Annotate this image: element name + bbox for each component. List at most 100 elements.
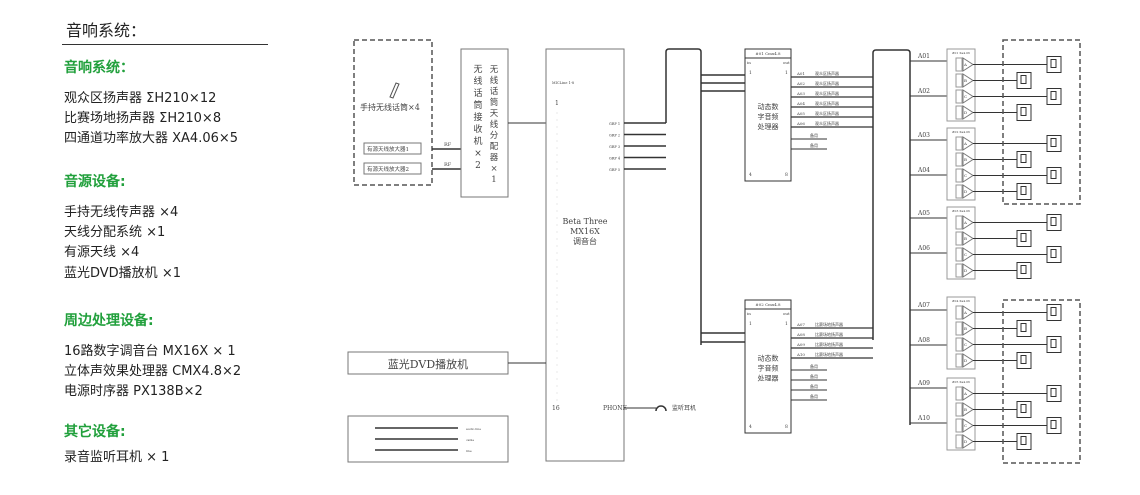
spare-label: 备用	[810, 363, 818, 369]
zone-label: A01	[917, 53, 930, 60]
speaker-icon	[1046, 417, 1062, 434]
zone-label: A07	[917, 302, 930, 309]
zone-code: A10	[796, 352, 805, 357]
zone-desc: 观众区扬声器	[815, 100, 839, 106]
spare-label: 备用	[810, 132, 818, 138]
dsp-in-last: 4	[749, 172, 752, 178]
zone-code: A07	[796, 322, 805, 327]
amp-triangle-icon	[962, 215, 974, 230]
amp-triangle-icon	[962, 247, 974, 262]
splitter-char: 天	[490, 109, 499, 119]
channel-dot	[556, 301, 558, 303]
mixer-ch-first: 1	[555, 100, 559, 107]
amp-channel-label: D	[964, 268, 967, 273]
dsp-header: #01 Cmx4.8	[755, 51, 781, 56]
antenna-amp-box	[363, 142, 422, 155]
speaker-icon	[1046, 135, 1062, 152]
splitter-char: 器	[490, 153, 499, 163]
speaker-icon	[1016, 433, 1032, 450]
amp-header: #02 Xa4.06	[952, 130, 970, 134]
amp-channel-slot	[955, 168, 963, 183]
channel-dot	[556, 357, 558, 359]
title-divider	[62, 44, 268, 45]
mixer-name: Beta Three	[563, 217, 608, 226]
channel-dot	[556, 392, 558, 394]
zone-code: A03	[796, 91, 805, 96]
zone-code: A08	[796, 332, 805, 337]
channel-dot	[556, 350, 558, 352]
speaker-icon	[1016, 183, 1032, 200]
rf-label: RF	[444, 142, 452, 148]
mixer-input-label: MICLine 1-8	[552, 81, 574, 85]
zone-desc: 比赛场地扬声器	[815, 331, 843, 337]
speaker-cone-icon	[1050, 339, 1057, 348]
amp-triangle-icon	[962, 231, 974, 246]
zone-label: A04	[917, 167, 930, 174]
dsp-name: 动态数	[758, 102, 779, 111]
amp-channel-slot	[955, 57, 963, 72]
speaker-cone-icon	[1020, 404, 1027, 413]
speaker-cone-icon	[1050, 59, 1057, 68]
amp-channel-slot	[955, 184, 963, 199]
section-heading: 周边处理设备:	[64, 313, 154, 329]
channel-dot	[556, 147, 558, 149]
microphone-icon	[389, 82, 400, 99]
zone-label: A09	[917, 380, 930, 387]
dsp-name: 处理器	[758, 374, 779, 383]
dsp-out: out	[783, 311, 790, 316]
amp-channel-slot	[955, 247, 963, 262]
amp-header: #03 Xa4.06	[952, 209, 970, 213]
mixer-ch-last: 16	[552, 405, 560, 412]
channel-dot	[556, 308, 558, 310]
mixer-box	[545, 48, 625, 462]
amp-channel-slot	[955, 263, 963, 278]
amp-triangle-icon	[962, 184, 974, 199]
channel-dot	[556, 252, 558, 254]
mixer-name: 调音台	[573, 236, 597, 246]
splitter-char: 话	[490, 86, 499, 97]
rf-label: RF	[444, 162, 452, 168]
zone-desc: 比赛场地扬声器	[815, 341, 843, 347]
amp-channel-label: D	[964, 439, 967, 444]
splitter-char: 线	[490, 75, 499, 86]
amp-channel-label: D	[964, 110, 967, 115]
amp-channel-slot	[955, 353, 963, 368]
speaker-cone-icon	[1020, 265, 1027, 274]
amp-channel-label: D	[964, 358, 967, 363]
channel-dot	[556, 343, 558, 345]
receiver-char: 机	[473, 135, 482, 147]
channel-dot	[556, 126, 558, 128]
amp-triangle-icon	[962, 89, 974, 104]
speaker-icon	[1046, 88, 1062, 105]
splitter-char: 筒	[490, 97, 499, 108]
amp-channel-slot	[955, 105, 963, 120]
splitter-char: 1	[491, 175, 496, 185]
channel-dot	[556, 175, 558, 177]
receiver-char: 收	[473, 123, 482, 135]
amp-channel-label: C	[964, 423, 967, 428]
legend-box	[347, 415, 509, 463]
channel-dot	[556, 245, 558, 247]
channel-dot	[556, 119, 558, 121]
speaker-cone-icon	[1050, 217, 1057, 226]
receiver-char: 2	[475, 161, 481, 171]
amp-channel-label: B	[964, 326, 967, 331]
dsp-in: in	[747, 311, 751, 316]
section-heading: 音源设备:	[64, 174, 126, 190]
zone-label: A08	[917, 337, 930, 344]
channel-dot	[556, 336, 558, 338]
dsp-out-last: 8	[785, 424, 788, 430]
speaker-cone-icon	[1050, 249, 1057, 258]
spectator-speaker-zone	[1002, 39, 1081, 205]
zone-code: A06	[796, 121, 805, 126]
amp-triangle-icon	[962, 305, 974, 320]
speaker-cone-icon	[1020, 107, 1027, 116]
speaker-icon	[1046, 385, 1062, 402]
amp-channel-slot	[955, 231, 963, 246]
zone-code: A02	[796, 81, 805, 86]
equipment-item: 立体声效果处理器 CMX4.8×2	[64, 364, 242, 379]
dsp-in-last: 4	[749, 424, 752, 430]
channel-dot	[556, 329, 558, 331]
speaker-cone-icon	[1020, 355, 1027, 364]
equipment-item: 手持无线传声器 ×4	[64, 205, 179, 220]
